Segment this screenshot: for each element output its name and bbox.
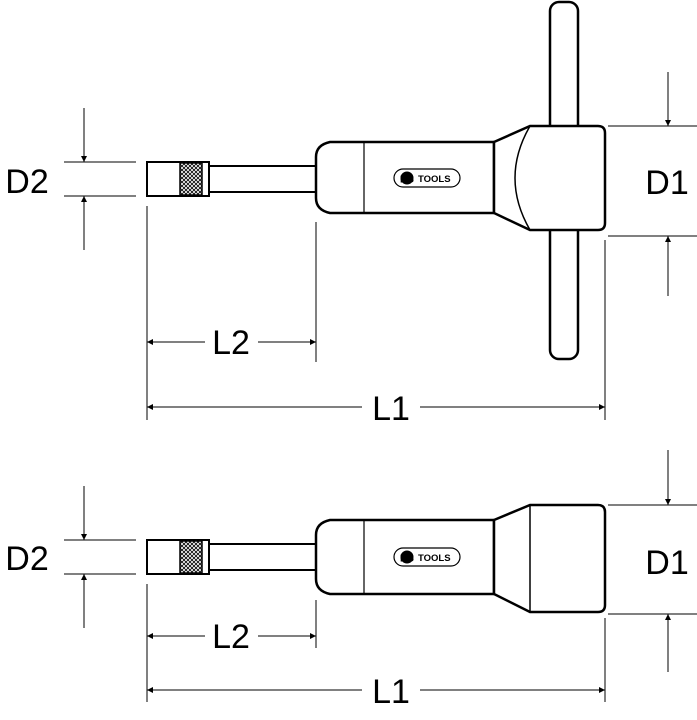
bottom-view-dimensions: D2 D1 L2 L1 xyxy=(5,450,697,711)
shaft-tip xyxy=(146,539,210,575)
bottom-view-tool: KS TOOLS xyxy=(146,503,607,614)
ks-tools-logo: KS TOOLS xyxy=(393,547,461,567)
handle-front xyxy=(314,140,496,215)
logo-tools-text: TOOLS xyxy=(418,553,451,564)
top-view-tool: KS TOOLS xyxy=(146,0,607,361)
knurled-band xyxy=(179,162,203,196)
ks-tools-logo: KS TOOLS xyxy=(393,168,461,188)
d2-label: D2 xyxy=(5,540,48,578)
l2-label: L2 xyxy=(212,618,250,656)
logo-tools-text: TOOLS xyxy=(418,174,451,185)
logo-ks-text: KS xyxy=(400,554,414,565)
handle-front xyxy=(314,518,496,596)
d1-label: D1 xyxy=(645,164,688,202)
d2-label: D2 xyxy=(5,163,48,201)
d1-label: D1 xyxy=(645,544,688,582)
shaft-tip xyxy=(146,161,210,197)
l1-label: L1 xyxy=(372,673,410,711)
logo-ks-text: KS xyxy=(400,175,414,186)
handle-body xyxy=(492,124,607,232)
top-view-dimensions: D2 D1 L2 L1 xyxy=(5,72,697,428)
handle-body xyxy=(492,503,607,614)
l2-label: L2 xyxy=(212,324,250,362)
l1-label: L1 xyxy=(372,390,410,428)
knurled-band xyxy=(179,540,203,574)
